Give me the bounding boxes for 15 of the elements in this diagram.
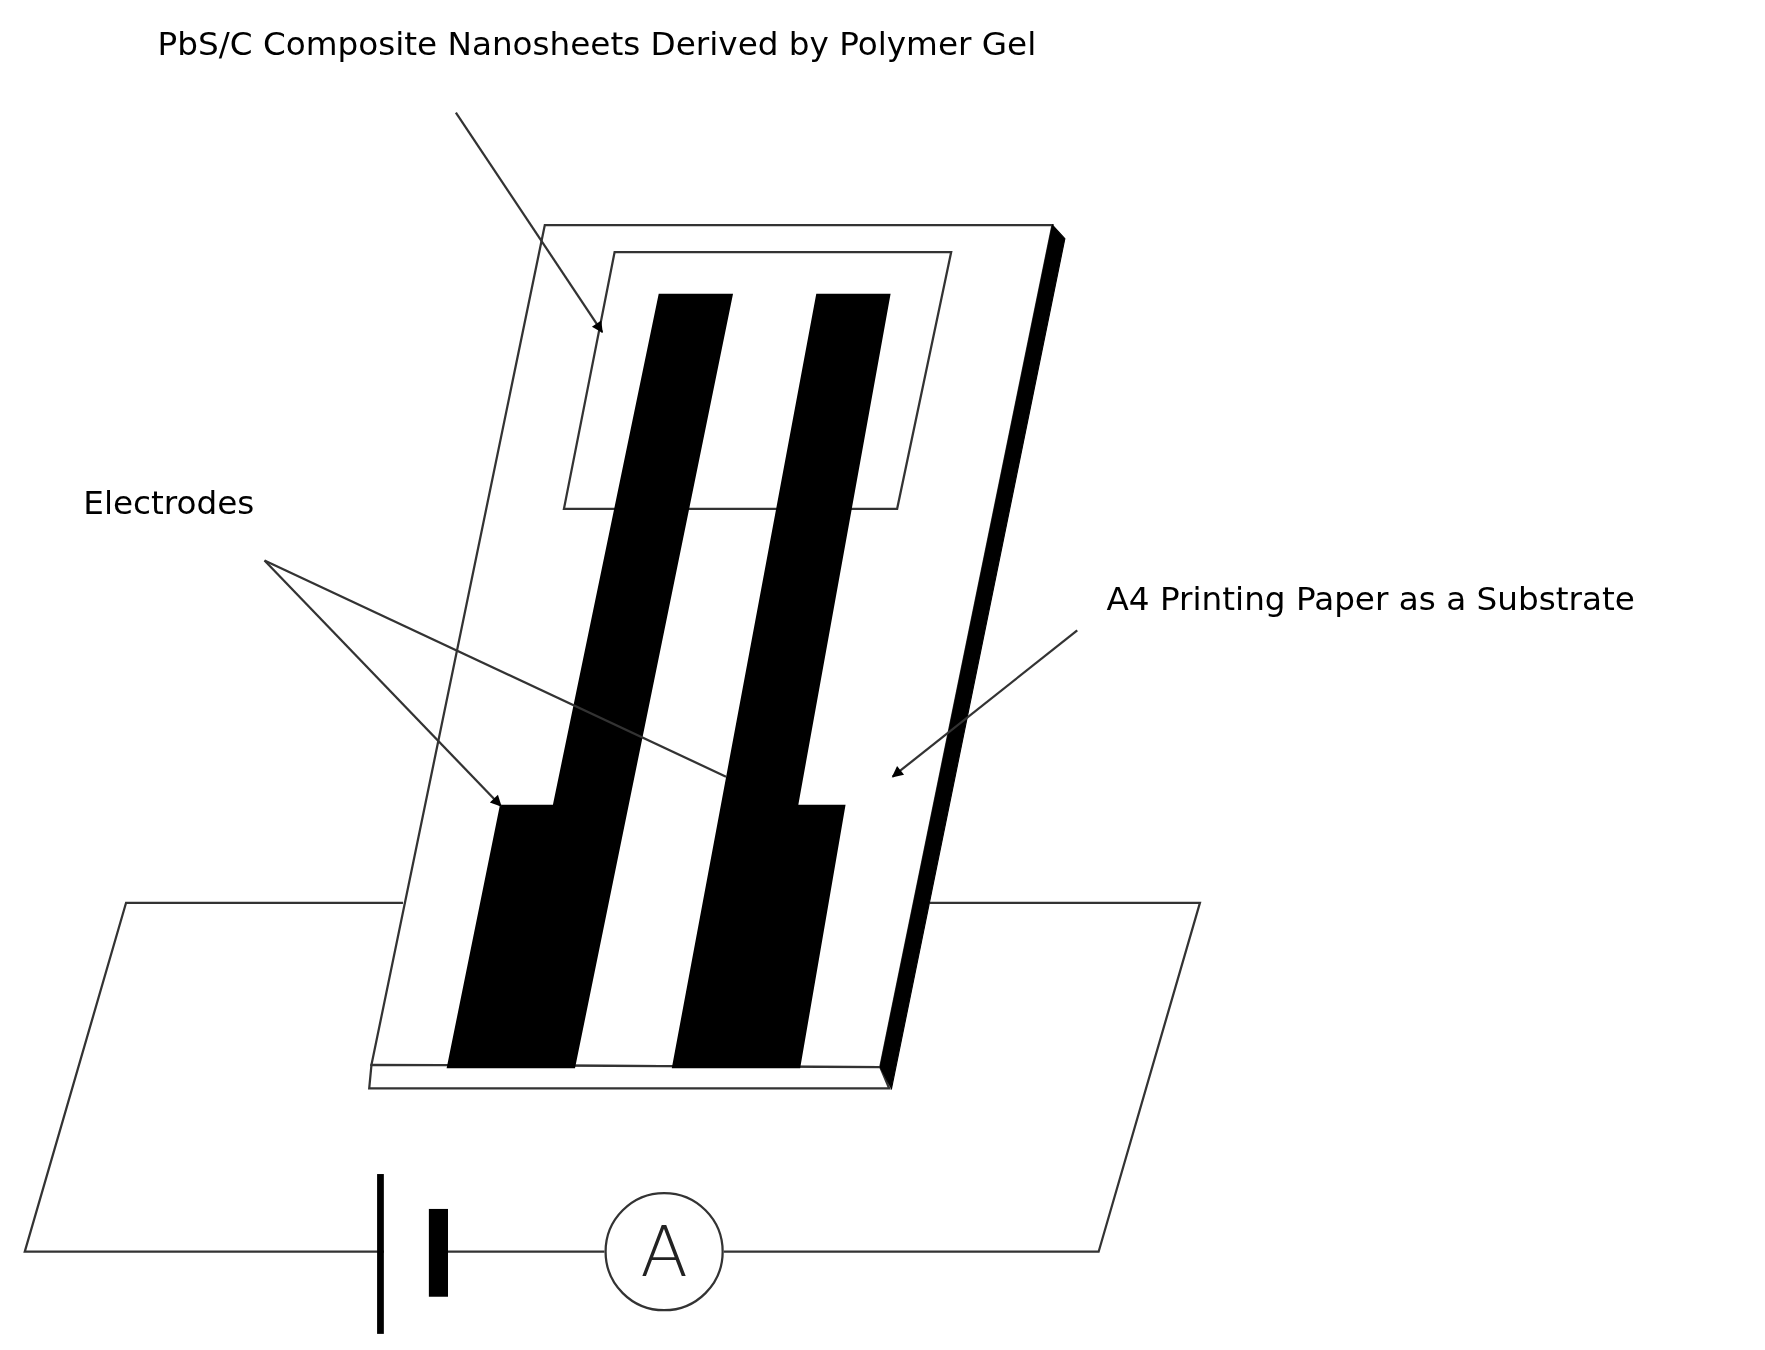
electrode — [671, 293, 891, 1069]
ammeter-symbol: A — [604, 1192, 724, 1312]
circuit-wire — [723, 901, 1202, 1253]
callout-label: A4 Printing Paper as a Substrate — [1106, 579, 1635, 618]
electrode — [446, 293, 734, 1069]
battery-symbol — [377, 1174, 448, 1334]
leader-line — [454, 111, 604, 333]
circuit-wire — [448, 1250, 605, 1253]
callout-label: PbS/C Composite Nanosheets Derived by Polymer Gel — [157, 24, 1037, 64]
paper-substrate — [367, 223, 1066, 1091]
leader-line — [264, 559, 727, 778]
circuit-wire — [23, 901, 403, 1253]
leader-line — [263, 559, 502, 807]
callout-label: Electrodes — [83, 484, 255, 523]
leader-line — [891, 629, 1078, 778]
